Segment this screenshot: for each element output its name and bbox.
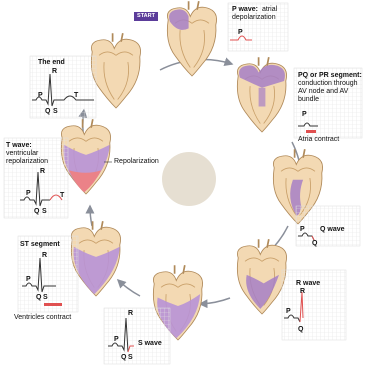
- p-wave-desc-2: depolarization: [232, 14, 276, 22]
- r-wave-title: R wave: [296, 280, 320, 288]
- r-wave-tick-q: Q: [298, 326, 303, 334]
- s-wave-tick-s: S: [128, 354, 133, 362]
- pq-desc-1: conduction through: [298, 80, 358, 88]
- t-wave-tick-t: T: [60, 192, 64, 200]
- st-tick-r: R: [42, 252, 47, 260]
- start-badge: START: [134, 12, 158, 21]
- t-wave-tick-r: R: [40, 168, 45, 176]
- st-tick-q: Q: [36, 294, 41, 302]
- p-wave-title: P wave:: [232, 6, 258, 13]
- heart-end: [91, 33, 140, 108]
- pq-desc-2: AV node and AV: [298, 88, 348, 96]
- end-tick-s: S: [53, 108, 58, 116]
- end-tick-p: P: [38, 92, 43, 100]
- repolarization-label: Repolarization: [114, 158, 159, 166]
- pq-tick-p: P: [302, 111, 307, 119]
- s-wave-tick-r: R: [128, 310, 133, 318]
- q-wave-title: Q wave: [320, 226, 345, 234]
- p-wave-title-block: P wave:: [232, 6, 258, 14]
- p-wave-tick-p: P: [238, 29, 243, 37]
- q-wave-tick-q: Q: [312, 240, 317, 248]
- heart-r-wave: [237, 239, 286, 314]
- heart-st: [71, 221, 120, 296]
- t-wave-desc-2: repolarization: [6, 158, 48, 166]
- t-wave-tick-p: P: [26, 190, 31, 198]
- s-wave-tick-p: P: [114, 336, 119, 344]
- pq-desc-3: bundle: [298, 96, 319, 104]
- cycle-arrow: [118, 280, 140, 296]
- s-wave-tick-q: Q: [121, 354, 126, 362]
- cycle-arrow: [90, 206, 92, 226]
- t-wave-title: T wave:: [6, 142, 32, 150]
- cycle-arrow: [200, 298, 230, 304]
- r-wave-tick-r: R: [300, 288, 305, 296]
- st-tick-p: P: [26, 276, 31, 284]
- heart-p-wave: [167, 1, 216, 76]
- center-disc: [162, 152, 216, 206]
- p-wave-desc-1: atrial: [262, 6, 277, 14]
- pq-note: Atria contract: [298, 136, 339, 144]
- end-title: The end: [38, 59, 65, 67]
- t-wave-tick-s: S: [42, 208, 47, 216]
- heart-t-wave: [61, 119, 110, 194]
- end-tick-q: Q: [45, 108, 50, 116]
- pq-title: PQ or PR segment:: [298, 72, 362, 80]
- end-tick-t: T: [74, 92, 78, 100]
- s-wave-title: S wave: [138, 340, 162, 348]
- t-wave-desc-1: ventricular: [6, 150, 38, 158]
- q-wave-tick-p: P: [300, 226, 305, 234]
- heart-pq: [237, 57, 286, 132]
- st-tick-s: S: [43, 294, 48, 302]
- end-tick-r: R: [52, 68, 57, 76]
- st-note: Ventricles contract: [14, 314, 71, 322]
- st-title: ST segment: [20, 241, 60, 249]
- t-wave-tick-q: Q: [34, 208, 39, 216]
- r-wave-tick-p: P: [286, 308, 291, 316]
